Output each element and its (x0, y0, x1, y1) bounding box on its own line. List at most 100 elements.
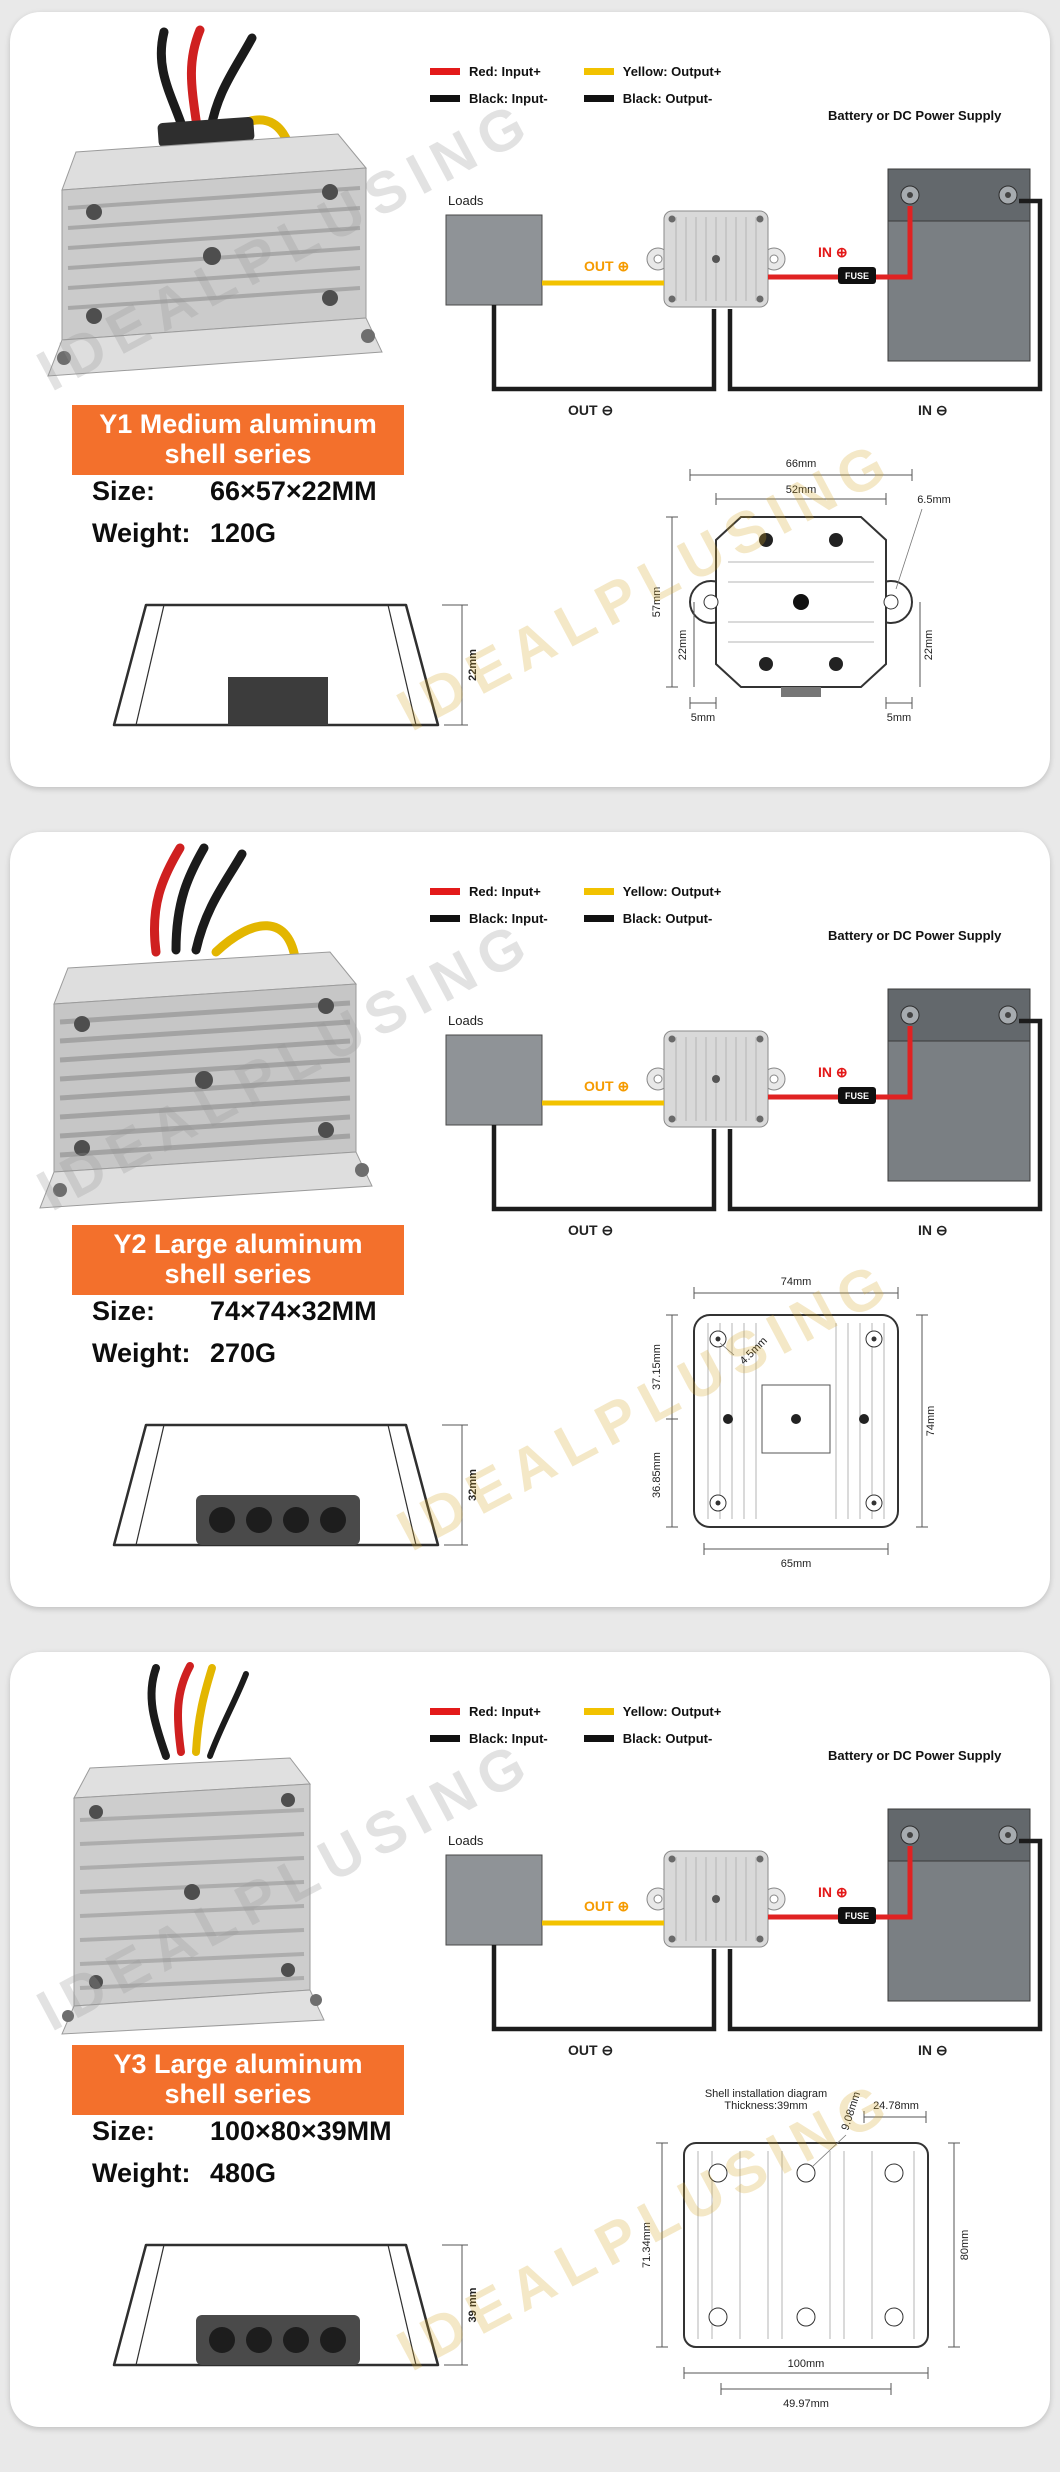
install-note-line1: Shell installation diagram (705, 2088, 827, 2100)
top-view-drawing: 74mm 37.15mm 36.85mm 74mm 65mm 4.5mm (651, 1276, 937, 1570)
in-minus-label: IN ⊖ (918, 1222, 948, 1238)
size-spec: Size: 100×80×39MM (92, 2116, 392, 2147)
connector-block (196, 1495, 360, 1545)
top-view-drawing: 66mm 52mm 57mm 22mm 22mm 5mm 5mm 6.5mm (651, 458, 951, 724)
yellow-wire-swatch (583, 68, 614, 75)
battery-caption: Battery or DC Power Supply (828, 108, 1002, 123)
out-minus-label: OUT ⊖ (568, 2042, 613, 2058)
size-value: 74×74×32MM (210, 1296, 377, 1326)
legend-red-input: Red: Input+ (430, 64, 548, 79)
legend-black-output: Black: Output- (583, 911, 722, 926)
series-banner: Y1 Medium aluminum shell series (72, 405, 404, 476)
converter-symbol (646, 210, 786, 308)
connector-block (196, 2315, 360, 2365)
red-input-wire (768, 206, 913, 280)
dim-bottom-right: 5mm (887, 712, 911, 724)
fuse-label: FUSE (845, 271, 869, 281)
fuse-label: FUSE (845, 1091, 869, 1101)
red-input-wire (768, 1846, 913, 1920)
fuse-box (838, 267, 876, 284)
black-wire-swatch (583, 1735, 614, 1742)
red-wire-swatch (430, 68, 460, 75)
legend-black-output: Black: Output- (583, 91, 722, 106)
dim-right-offset: 22mm (923, 630, 935, 661)
series-banner-line2: shell series (164, 1259, 312, 1290)
series-banner-line1: Y1 Medium aluminum (99, 409, 377, 439)
dim-bottom-width: 100mm (788, 2358, 825, 2370)
weight-value: 270G (210, 1338, 277, 1368)
side-height-label: 39 mm (467, 2287, 479, 2322)
legend-label: Yellow: Output+ (622, 884, 722, 899)
legend-label: Black: Input- (469, 91, 548, 106)
dim-bottom-inner: 49.97mm (783, 2398, 829, 2410)
size-label: Size: (92, 1296, 156, 1326)
weight-value: 480G (210, 2158, 277, 2188)
legend-label: Black: Input- (469, 1731, 548, 1746)
fuse-box (838, 1087, 876, 1104)
side-profile-drawing: 32mm (112, 1423, 479, 1547)
battery-caption: Battery or DC Power Supply (828, 928, 1002, 943)
dim-top-width: 74mm (781, 1276, 812, 1288)
side-profile-drawing: 22mm (112, 603, 479, 727)
side-height-label: 32mm (467, 1469, 479, 1501)
dim-right-height: 80mm (959, 2230, 971, 2261)
out-plus-label: OUT ⊕ (584, 1078, 629, 1094)
legend-yellow-output: Yellow: Output+ (583, 1704, 721, 1719)
legend-yellow-output: Yellow: Output+ (583, 884, 722, 899)
size-value: 66×57×22MM (210, 476, 377, 506)
loads-box (445, 1034, 543, 1126)
in-minus-label: IN ⊖ (918, 2042, 948, 2058)
top-view-drawing: Shell installation diagram Thickness:39m… (641, 2088, 971, 2410)
legend-black-input: Black: Input- (430, 91, 548, 106)
red-input-wire (768, 1026, 913, 1100)
legend-label: Black: Output- (622, 1731, 713, 1746)
loads-box (445, 1854, 543, 1946)
series-banner-line2: shell series (164, 2079, 312, 2110)
legend-yellow-output: Yellow: Output+ (583, 64, 721, 79)
side-height-label: 22mm (467, 649, 479, 681)
heatsink-fins (59, 1000, 351, 1158)
dim-hole-diameter: 9.08mm (839, 2090, 863, 2132)
red-wire-swatch (430, 1708, 460, 1715)
size-value: 100×80×39MM (210, 2116, 392, 2146)
weight-label: Weight: (92, 2158, 191, 2188)
product-card-y3: IDEALPLUSING IDEALPLUSING Red: Input+ (10, 1652, 1050, 2427)
yellow-wire-swatch (583, 1708, 614, 1715)
product-photo-y2 (39, 843, 373, 1209)
wire-color-legend: Red: Input+ Black: Input- Yellow: Output… (430, 884, 721, 926)
dim-bottom-width: 65mm (781, 1558, 812, 1570)
out-plus-label: OUT ⊕ (584, 1898, 629, 1914)
dim-right-height: 74mm (925, 1406, 937, 1437)
legend-red-input: Red: Input+ (430, 884, 548, 899)
series-banner: Y3 Large aluminum shell series (72, 2045, 404, 2116)
in-plus-label: IN ⊕ (818, 1884, 848, 1900)
legend-label: Red: Input+ (469, 1704, 541, 1719)
dim-left-top: 37.15mm (651, 1344, 663, 1390)
fuse-label: FUSE (845, 1911, 869, 1921)
dim-top-right: 24.78mm (873, 2100, 919, 2112)
in-minus-label: IN ⊖ (918, 402, 948, 418)
product-photo-y3 (61, 1662, 325, 2035)
loads-label: Loads (448, 1013, 484, 1028)
weight-value: 120G (210, 518, 277, 548)
black-input-wire (727, 1838, 1043, 2032)
size-label: Size: (92, 2116, 156, 2146)
dim-left-bottom: 36.85mm (651, 1452, 663, 1498)
size-spec: Size: 74×74×32MM (92, 1296, 377, 1327)
product-card-y2: IDEALPLUSING IDEALPLUSING Red: Input+ (10, 832, 1050, 1607)
heatsink-fins (67, 186, 361, 310)
wiring-diagram: Loads FUSE OUT ⊕ OUT ⊖ IN ⊕ IN ⊖ (445, 1808, 1043, 2058)
loads-box (445, 214, 543, 306)
series-banner-line1: Y2 Large aluminum (113, 1229, 363, 1259)
legend-label: Black: Input- (469, 911, 548, 926)
wiring-diagram: Loads FUSE OUT ⊕ OUT ⊖ IN ⊕ IN ⊖ (445, 988, 1043, 1238)
product-photo-y1 (47, 25, 383, 377)
in-plus-label: IN ⊕ (818, 1064, 848, 1080)
weight-label: Weight: (92, 1338, 191, 1368)
legend-black-output: Black: Output- (583, 1731, 722, 1746)
wiring-diagram: Loads FUSE OUT ⊕ OUT ⊖ IN ⊕ IN ⊖ (445, 168, 1043, 418)
wire-color-legend: Red: Input+ Black: Input- Yellow: Output… (430, 1704, 721, 1746)
black-input-wire (727, 198, 1043, 392)
out-minus-label: OUT ⊖ (568, 402, 613, 418)
product-card-y1: IDEALPLUSING IDEALPLUSING Red: Input+ (10, 12, 1050, 787)
